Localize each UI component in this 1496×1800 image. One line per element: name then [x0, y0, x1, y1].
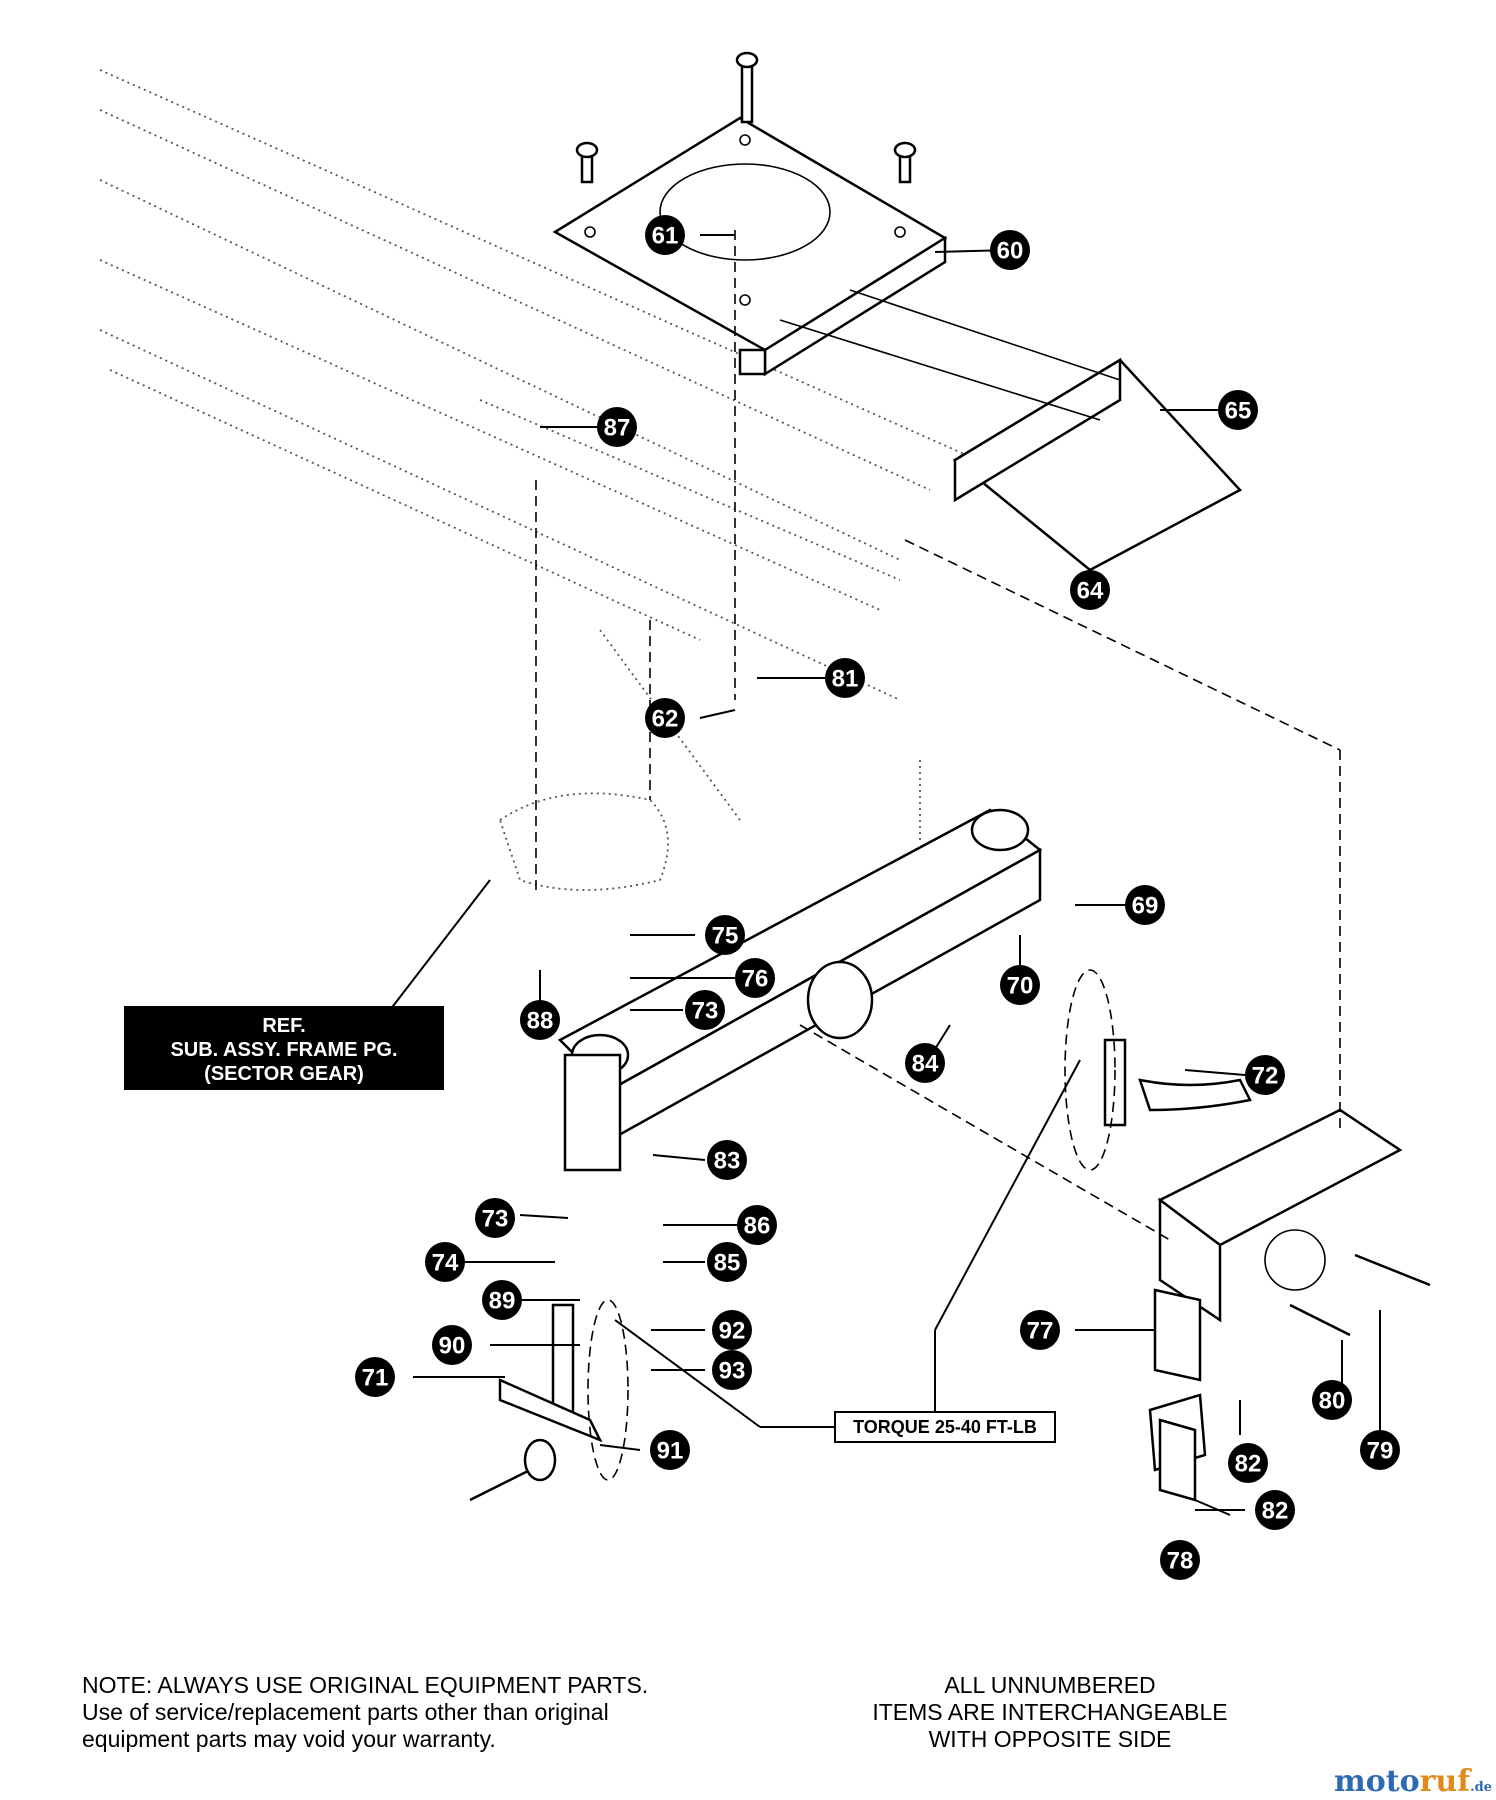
callout-92: 92 — [712, 1310, 752, 1350]
bracket-78 — [1148, 1393, 1207, 1502]
bracket-77 — [1153, 1108, 1431, 1382]
callout-76: 76 — [735, 958, 775, 998]
ref-line-1: REF. — [262, 1015, 306, 1037]
svg-text:85: 85 — [714, 1250, 741, 1277]
svg-text:72: 72 — [1252, 1063, 1279, 1090]
callout-75: 75 — [705, 915, 745, 955]
callout-90: 90 — [432, 1325, 472, 1365]
svg-text:75: 75 — [712, 923, 739, 950]
svg-text:70: 70 — [1007, 973, 1034, 1000]
svg-text:81: 81 — [832, 666, 859, 693]
callout-62: 62 — [645, 698, 685, 738]
svg-text:88: 88 — [527, 1008, 554, 1035]
ref-sub-assembly-box: REF. SUB. ASSY. FRAME PG. (SECTOR GEAR) — [124, 1006, 444, 1090]
note-left-line-3: equipment parts may void your warranty. — [82, 1726, 496, 1752]
svg-text:93: 93 — [719, 1358, 746, 1385]
callout-77: 77 — [1020, 1310, 1060, 1350]
note-unnumbered-items: ALL UNNUMBERED ITEMS ARE INTERCHANGEABLE… — [840, 1672, 1260, 1753]
callout-85: 85 — [707, 1242, 747, 1282]
callout-84: 84 — [905, 1043, 945, 1083]
callout-88: 88 — [520, 1000, 560, 1040]
bracket-64 — [779, 289, 1243, 572]
callout-82-upper: 82 — [1228, 1443, 1268, 1483]
callout-89: 89 — [482, 1280, 522, 1320]
svg-text:91: 91 — [657, 1438, 684, 1465]
site-watermark: motoruf.de — [1334, 1764, 1492, 1799]
ref-line-2: SUB. ASSY. FRAME PG. — [170, 1039, 398, 1061]
svg-text:84: 84 — [912, 1051, 939, 1078]
ref-line-3: (SECTOR GEAR) — [204, 1063, 364, 1085]
watermark-part-3: .de — [1470, 1780, 1493, 1795]
svg-text:78: 78 — [1167, 1548, 1194, 1575]
svg-text:73: 73 — [692, 998, 719, 1025]
svg-text:77: 77 — [1027, 1318, 1054, 1345]
callout-82-lower: 82 — [1255, 1490, 1295, 1530]
callout-86: 86 — [737, 1205, 777, 1245]
assembly-dashed-lines — [535, 230, 1341, 1481]
callout-65: 65 — [1218, 390, 1258, 430]
svg-text:76: 76 — [742, 966, 769, 993]
frame-reference-dotted — [99, 69, 1001, 891]
svg-text:62: 62 — [652, 706, 679, 733]
note-right-line-1: ALL UNNUMBERED — [944, 1672, 1156, 1698]
callout-69: 69 — [1125, 885, 1165, 925]
note-left-line-2: Use of service/replacement parts other t… — [82, 1699, 609, 1725]
callout-87: 87 — [597, 407, 637, 447]
svg-text:61: 61 — [652, 223, 679, 250]
svg-text:82: 82 — [1235, 1451, 1262, 1478]
svg-text:74: 74 — [432, 1250, 459, 1277]
callout-74: 74 — [425, 1242, 465, 1282]
callout-64: 64 — [1070, 570, 1110, 610]
svg-text:64: 64 — [1077, 578, 1104, 605]
svg-text:92: 92 — [719, 1318, 746, 1345]
callout-83: 83 — [707, 1140, 747, 1180]
spindle-72 — [1103, 1038, 1252, 1127]
callout-79: 79 — [1360, 1430, 1400, 1470]
note-right-line-3: WITH OPPOSITE SIDE — [928, 1726, 1172, 1752]
svg-text:89: 89 — [489, 1288, 516, 1315]
callout-78: 78 — [1160, 1540, 1200, 1580]
callout-72: 72 — [1245, 1055, 1285, 1095]
torque-spec-box: TORQUE 25-40 FT-LB — [834, 1411, 1056, 1443]
callout-81: 81 — [825, 658, 865, 698]
callout-91: 91 — [650, 1430, 690, 1470]
svg-text:80: 80 — [1319, 1388, 1346, 1415]
mounting-plate-60 — [552, 51, 948, 377]
spindle-71 — [469, 1303, 603, 1502]
watermark-part-1: moto — [1334, 1764, 1420, 1799]
callout-61: 61 — [645, 215, 685, 255]
svg-text:69: 69 — [1132, 893, 1159, 920]
svg-text:82: 82 — [1262, 1498, 1289, 1525]
note-left-line-1: NOTE: ALWAYS USE ORIGINAL EQUIPMENT PART… — [82, 1672, 649, 1698]
svg-text:87: 87 — [604, 415, 631, 442]
callout-70: 70 — [1000, 965, 1040, 1005]
note-right-line-2: ITEMS ARE INTERCHANGEABLE — [872, 1699, 1228, 1725]
svg-text:60: 60 — [997, 238, 1024, 265]
callout-60: 60 — [990, 230, 1030, 270]
svg-text:79: 79 — [1367, 1438, 1394, 1465]
svg-text:86: 86 — [744, 1213, 771, 1240]
callout-71: 71 — [355, 1357, 395, 1397]
front-axle-70 — [557, 808, 1043, 1172]
svg-text:73: 73 — [482, 1206, 509, 1233]
svg-text:83: 83 — [714, 1148, 741, 1175]
svg-text:71: 71 — [362, 1365, 389, 1392]
callout-80: 80 — [1312, 1380, 1352, 1420]
svg-text:65: 65 — [1225, 398, 1252, 425]
callout-73-lower: 73 — [475, 1198, 515, 1238]
note-original-parts: NOTE: ALWAYS USE ORIGINAL EQUIPMENT PART… — [82, 1672, 802, 1753]
callout-93: 93 — [712, 1350, 752, 1390]
callout-73-upper: 73 — [685, 990, 725, 1030]
svg-text:90: 90 — [439, 1333, 466, 1360]
watermark-part-2: ruf — [1419, 1764, 1471, 1799]
